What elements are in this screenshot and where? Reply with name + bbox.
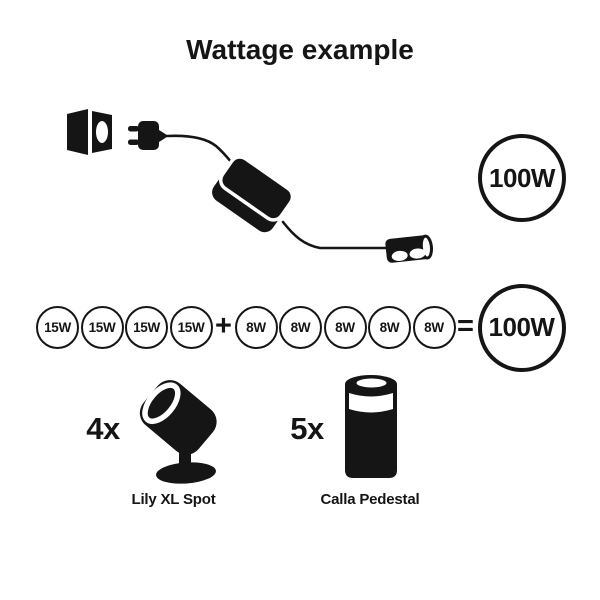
spotlight-housing (139, 380, 217, 455)
brick-top-face (218, 155, 295, 222)
pedestal-quantity: 5x (290, 411, 324, 446)
spot-quantity: 4x (86, 411, 120, 446)
spotlight-head (139, 380, 217, 455)
input-cable (165, 134, 234, 165)
plus-sign: + (215, 310, 232, 342)
pedestal-opening (356, 378, 387, 388)
pedestal-product-name: Calla Pedestal (320, 491, 420, 508)
spotlight-lens-ring (142, 382, 181, 425)
equals-sign: = (457, 310, 474, 342)
plug-prong-top (128, 126, 139, 132)
wattage-circle-8w: 8W (323, 306, 367, 349)
connector-port-right (409, 248, 426, 259)
wattage-circle-15w: 15W (80, 306, 124, 349)
page-title: Wattage example (186, 34, 414, 65)
plug-body (138, 121, 159, 150)
power-supply-wattage-badge: 100W (478, 134, 566, 222)
socket-left-face (67, 109, 88, 155)
connector-port-left (391, 250, 408, 261)
wattage-circle-15w: 15W (125, 306, 168, 349)
wattage-circle-8w: 8W (279, 306, 322, 349)
wattage-circle-8w: 8W (368, 306, 411, 349)
spotlight-base (156, 462, 216, 484)
wattage-circle-15w: 15W (169, 306, 213, 349)
power-supply-illustration (67, 109, 434, 263)
power-plug-icon (128, 121, 169, 150)
output-cable (281, 220, 390, 250)
wattage-circle-15w: 15W (36, 306, 79, 349)
plug-prong-bottom (128, 139, 139, 145)
wattage-circle-8w: 8W (234, 306, 278, 349)
power-brick-icon (212, 155, 295, 233)
spot-product-name: Lily XL Spot (131, 491, 216, 508)
plug-cable-tip (159, 130, 169, 142)
pedestal-light-icon (345, 375, 397, 478)
wattage-equation: 15W 15W 15W 15W + 8W 8W 8W 8W 8W = 100W (36, 283, 566, 372)
pedestal-light-band (349, 393, 393, 413)
spotlight-icon (139, 380, 217, 484)
t-connector-icon (385, 234, 434, 263)
socket-hole (96, 121, 108, 143)
total-wattage-circle: 100W (477, 283, 566, 372)
wattage-circle-8w: 8W (412, 306, 456, 349)
wall-socket-icon (67, 109, 112, 155)
